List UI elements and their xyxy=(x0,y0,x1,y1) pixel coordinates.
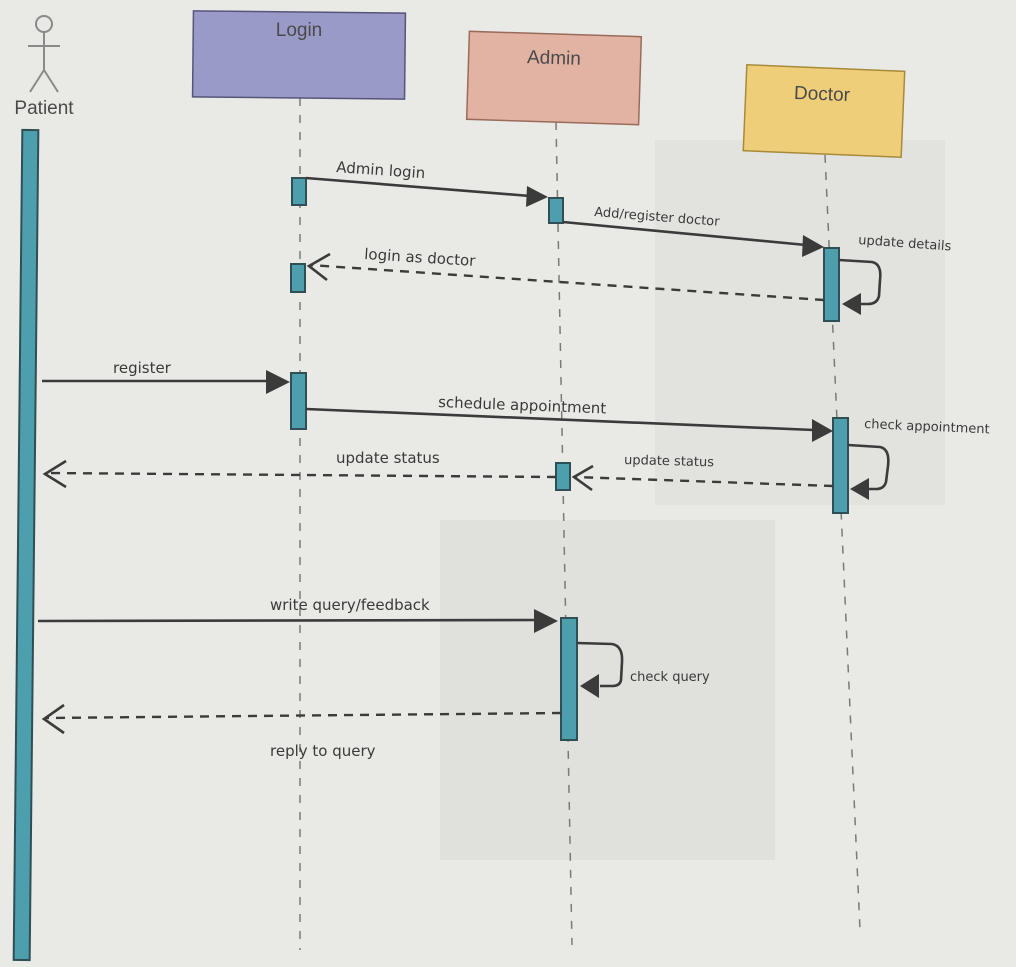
lifeline-doctor xyxy=(824,154,861,931)
activation-admin-1 xyxy=(548,197,564,224)
label-admin-login: Admin login xyxy=(336,158,426,182)
activation-login-3 xyxy=(290,372,307,430)
label-login-as-doctor: login as doctor xyxy=(364,245,477,270)
patient-actor-icon xyxy=(28,15,60,93)
participant-box-doctor xyxy=(742,63,906,159)
label-register: register xyxy=(113,359,172,377)
background-shade xyxy=(440,520,775,860)
participant-login: Login xyxy=(191,10,407,100)
label-update-status-to-admin: update status xyxy=(624,453,714,470)
message-update-details: update details xyxy=(838,233,952,315)
participant-admin: Admin xyxy=(465,30,643,126)
message-reply-to-query: reply to query xyxy=(41,703,562,760)
message-admin-login: Admin login xyxy=(305,158,548,207)
message-check-appointment: check appointment xyxy=(847,417,990,500)
actor-label-patient: Patient xyxy=(14,98,74,119)
label-write-query-feedback: write query/feedback xyxy=(270,596,430,614)
label-reply-to-query: reply to query xyxy=(270,742,376,760)
participant-label-doctor: Doctor xyxy=(794,83,851,106)
label-update-details: update details xyxy=(858,233,952,254)
participant-label-admin: Admin xyxy=(527,47,581,70)
participant-box-login xyxy=(191,10,407,100)
label-check-appointment: check appointment xyxy=(864,417,990,437)
message-update-status-to-patient: update status xyxy=(42,449,557,489)
participant-label-login: Login xyxy=(276,20,323,41)
patient-activation-bar xyxy=(12,128,40,962)
participant-box-admin xyxy=(465,30,643,126)
participant-doctor: Doctor xyxy=(742,63,906,159)
activation-login-1 xyxy=(291,177,307,206)
message-write-query-feedback: write query/feedback xyxy=(37,596,558,633)
label-schedule-appointment: schedule appointment xyxy=(438,393,607,417)
message-register: register xyxy=(42,359,290,394)
label-update-status-to-patient: update status xyxy=(336,449,440,467)
activation-doctor-1 xyxy=(823,247,840,322)
lifeline-admin xyxy=(555,121,573,946)
message-check-query: check query xyxy=(576,641,710,698)
activation-admin-3 xyxy=(560,617,578,741)
message-update-status-to-admin: update status xyxy=(571,453,834,492)
background-shade xyxy=(655,140,945,505)
activation-admin-2 xyxy=(555,462,571,491)
activation-login-2 xyxy=(290,263,306,293)
activation-doctor-2 xyxy=(832,417,849,514)
label-check-query: check query xyxy=(630,670,710,685)
